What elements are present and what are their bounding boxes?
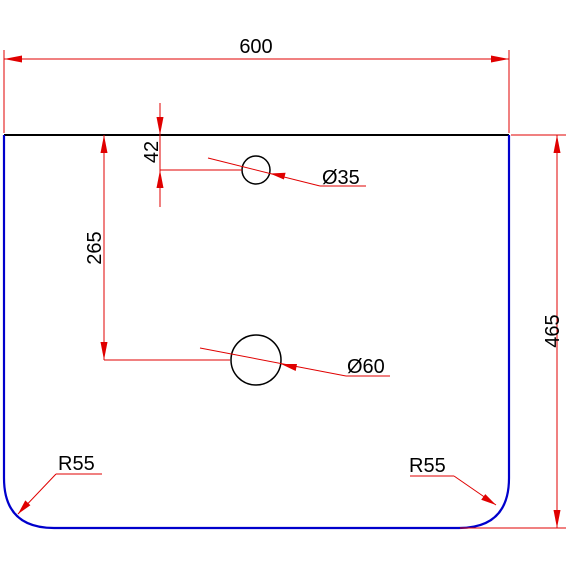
small-hole-diameter-label: Ø35: [322, 167, 360, 189]
large-hole-diameter-label: Ø60: [347, 356, 385, 378]
small-hole-diameter-leader: Ø35: [207, 157, 366, 189]
right-radius-label: R55: [409, 455, 446, 477]
width-label: 600: [239, 36, 272, 58]
small-hole-offset-dimension: 42: [141, 103, 242, 207]
large-hole-offset-dimension: 265: [84, 135, 230, 361]
height-label: 465: [542, 314, 564, 347]
large-hole-offset-label: 265: [84, 231, 106, 264]
small-hole-offset-label: 42: [141, 141, 163, 163]
left-radius-leader: R55: [17, 453, 102, 515]
large-hole-diameter-leader: Ø60: [199, 347, 390, 378]
left-radius-label: R55: [58, 453, 95, 475]
part-outline: [2, 134, 511, 530]
height-dimension: 465: [460, 134, 566, 529]
width-dimension: 600: [3, 36, 510, 133]
large-hole: [230, 334, 282, 386]
right-radius-leader: R55: [409, 455, 497, 506]
side-and-bottom-edge: [2, 135, 511, 530]
